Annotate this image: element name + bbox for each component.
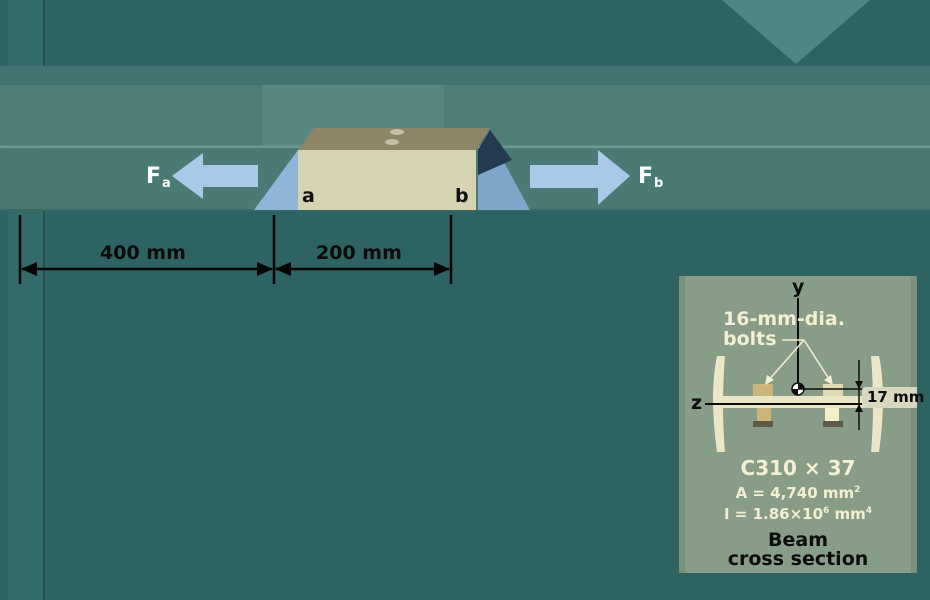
section-area: A = 4,740 mm2 bbox=[735, 484, 861, 502]
cross-section-drawing bbox=[679, 276, 917, 573]
bolt-right-head bbox=[823, 384, 843, 396]
right-wedge-shadow bbox=[478, 130, 512, 175]
dimension-lines bbox=[18, 215, 453, 284]
offset-label-box bbox=[862, 387, 917, 408]
offset-label: 17 mm bbox=[867, 388, 925, 406]
force-a-label: Fa bbox=[146, 164, 171, 191]
back-beam-flange bbox=[0, 66, 930, 85]
block-front-face bbox=[298, 150, 476, 210]
caption-line1: Beam bbox=[768, 529, 828, 551]
section-designation: C310 × 37 bbox=[740, 456, 856, 480]
bolt-left-nut bbox=[757, 408, 771, 422]
bolt-head-2 bbox=[385, 139, 399, 145]
axis-y-label: y bbox=[792, 276, 805, 298]
bolt-leader-right bbox=[803, 339, 832, 383]
block-top-face bbox=[298, 128, 490, 150]
bolt-label-line1: 16-mm-dia. bbox=[723, 308, 845, 330]
dimension-400-label: 400 mm bbox=[100, 242, 186, 264]
bolt-leader-left bbox=[766, 339, 805, 383]
bolt-left-head bbox=[753, 384, 773, 396]
dimension-arrowheads bbox=[21, 262, 450, 276]
force-arrow-left bbox=[172, 153, 258, 199]
channel-web bbox=[719, 396, 877, 408]
force-arrow-right bbox=[530, 150, 630, 205]
axis-z-label: z bbox=[691, 392, 703, 414]
bolt-right-nut bbox=[825, 408, 839, 422]
background-triangle bbox=[722, 0, 870, 64]
caption-line2: cross section bbox=[727, 548, 869, 570]
section-inertia: I = 1.86×106 mm4 bbox=[723, 505, 873, 523]
dimension-200-label: 200 mm bbox=[316, 242, 402, 264]
bolt-head-1 bbox=[390, 129, 404, 135]
point-b-label: b bbox=[455, 185, 469, 207]
force-b-label: Fb bbox=[638, 164, 664, 191]
left-wedge bbox=[254, 150, 298, 210]
point-a-label: a bbox=[302, 185, 315, 207]
bolt-label-line2: bolts bbox=[723, 328, 777, 350]
cross-section-panel: y z 16-mm-dia. bolts 17 mm C310 × 37 A =… bbox=[679, 276, 924, 573]
